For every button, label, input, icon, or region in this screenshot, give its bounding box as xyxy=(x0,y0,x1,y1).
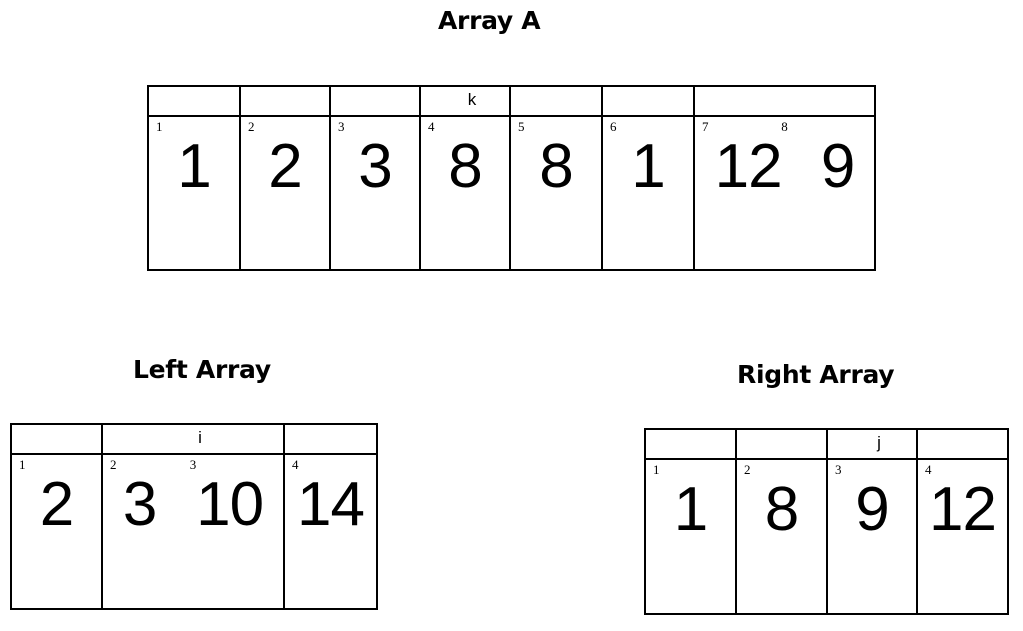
left-array-title: Left Array xyxy=(133,355,271,384)
right-array-index-3: 3 xyxy=(835,462,842,477)
array-a-cell-3: 3 3 xyxy=(331,117,421,269)
right-array-cell-3: 3 9 xyxy=(828,460,918,613)
array-a-cell-6: 6 1 xyxy=(603,117,695,269)
left-array-values-2-3: 3 10 xyxy=(103,473,283,537)
right-array-value-3: 9 xyxy=(855,475,889,544)
array-a-value-5: 8 xyxy=(539,132,573,201)
right-array-index-2: 2 xyxy=(744,462,751,477)
left-array-pointer-label-i: i xyxy=(198,428,202,447)
array-a-values-5: 8 xyxy=(511,135,601,199)
array-a-value-8: 9 xyxy=(820,132,855,201)
right-array-pointer-cell-3: j xyxy=(828,430,918,458)
array-a-index-2: 2 xyxy=(248,119,255,134)
array-a-index-1: 1 xyxy=(156,119,163,134)
left-array-cell-2-3: 2 3 3 10 xyxy=(103,455,285,608)
array-a-cell-2: 2 2 xyxy=(241,117,331,269)
left-array-cell-4: 4 14 xyxy=(285,455,376,608)
array-a-index-6: 6 xyxy=(610,119,617,134)
right-array-value-4: 12 xyxy=(929,475,997,544)
right-array-values-3: 9 xyxy=(828,478,916,542)
right-array-cell-1: 1 1 xyxy=(646,460,737,613)
array-a-values-2: 2 xyxy=(241,135,329,199)
left-array-index-3: 3 xyxy=(189,457,197,472)
right-array-value-row: 1 1 2 8 3 9 4 12 xyxy=(646,460,1007,613)
right-array-value-2: 8 xyxy=(764,475,799,544)
array-a-pointer-cell-3 xyxy=(331,87,421,115)
array-a-index-7: 7 xyxy=(702,119,709,134)
left-array-index-1: 1 xyxy=(19,457,26,472)
array-a-value-6: 1 xyxy=(631,132,665,201)
array-a-pointer-cell-1 xyxy=(149,87,241,115)
left-array-values-1: 2 xyxy=(12,473,101,537)
array-a-values-3: 3 xyxy=(331,135,419,199)
right-array-index-4: 4 xyxy=(925,462,932,477)
left-array-index-4: 4 xyxy=(292,457,299,472)
left-array-value-1: 2 xyxy=(39,470,74,539)
right-array-index-1: 1 xyxy=(653,462,660,477)
array-a-index-4: 4 xyxy=(428,119,435,134)
right-array-values-2: 8 xyxy=(737,478,826,542)
array-a-index-3: 3 xyxy=(338,119,345,134)
right-array-cell-4: 4 12 xyxy=(918,460,1007,613)
array-a-table: k 1 1 2 2 3 3 xyxy=(147,85,876,271)
right-array-pointer-cell-2 xyxy=(737,430,828,458)
array-a-values-6: 1 xyxy=(603,135,693,199)
right-array-pointer-cell-4 xyxy=(918,430,1007,458)
right-array-cell-2: 2 8 xyxy=(737,460,828,613)
array-a-value-4: 8 xyxy=(448,132,482,201)
array-a-index-8: 8 xyxy=(781,119,788,134)
left-array-values-4: 14 xyxy=(285,473,376,537)
array-a-pointer-cell-2 xyxy=(241,87,331,115)
array-a-pointer-row: k xyxy=(149,87,874,117)
array-a-pointer-cell-5 xyxy=(511,87,603,115)
right-array-pointer-label-j: j xyxy=(877,433,881,452)
array-a-value-3: 3 xyxy=(358,132,392,201)
left-array-pointer-row: i xyxy=(12,425,376,455)
left-array-cell-1: 1 2 xyxy=(12,455,103,608)
array-a-cell-5: 5 8 xyxy=(511,117,603,269)
right-array-pointer-row: j xyxy=(646,430,1007,460)
array-a-pointer-cell-4: k xyxy=(421,87,511,115)
array-a-cell-7-8: 7 8 12 9 xyxy=(695,117,874,269)
left-array-index-2: 2 xyxy=(110,457,117,472)
right-array-value-1: 1 xyxy=(673,475,708,544)
left-array-pointer-cell-2-3: i xyxy=(103,425,285,453)
left-array-value-4: 14 xyxy=(297,470,365,539)
array-a-pointer-label-k: k xyxy=(467,90,477,109)
left-array-value-row: 1 2 2 3 3 10 4 14 xyxy=(12,455,376,608)
array-a-value-7: 12 xyxy=(714,132,783,201)
array-a-value-row: 1 1 2 2 3 3 4 8 5 8 xyxy=(149,117,874,269)
right-array-pointer-cell-1 xyxy=(646,430,737,458)
right-array-table: j 1 1 2 8 3 9 4 12 xyxy=(644,428,1009,615)
array-a-index-5: 5 xyxy=(518,119,525,134)
array-a-pointer-cell-6 xyxy=(603,87,695,115)
array-a-values-4: 8 xyxy=(421,135,509,199)
array-a-value-1: 1 xyxy=(177,132,211,201)
left-array-pointer-cell-1 xyxy=(12,425,103,453)
array-a-pointer-cell-7-8 xyxy=(695,87,874,115)
left-array-table: i 1 2 2 3 3 10 4 14 xyxy=(10,423,378,610)
array-a-value-2: 2 xyxy=(268,132,302,201)
left-array-pointer-cell-4 xyxy=(285,425,376,453)
right-array-values-4: 12 xyxy=(918,478,1007,542)
array-a-values-1: 1 xyxy=(149,135,239,199)
array-a-title: Array A xyxy=(438,6,541,35)
left-array-value-3: 10 xyxy=(196,470,264,539)
array-a-values-7-8: 12 9 xyxy=(695,135,874,199)
right-array-title: Right Array xyxy=(737,360,895,389)
array-a-cell-1: 1 1 xyxy=(149,117,241,269)
right-array-values-1: 1 xyxy=(646,478,735,542)
left-array-value-2: 3 xyxy=(122,470,157,539)
array-a-cell-4: 4 8 xyxy=(421,117,511,269)
